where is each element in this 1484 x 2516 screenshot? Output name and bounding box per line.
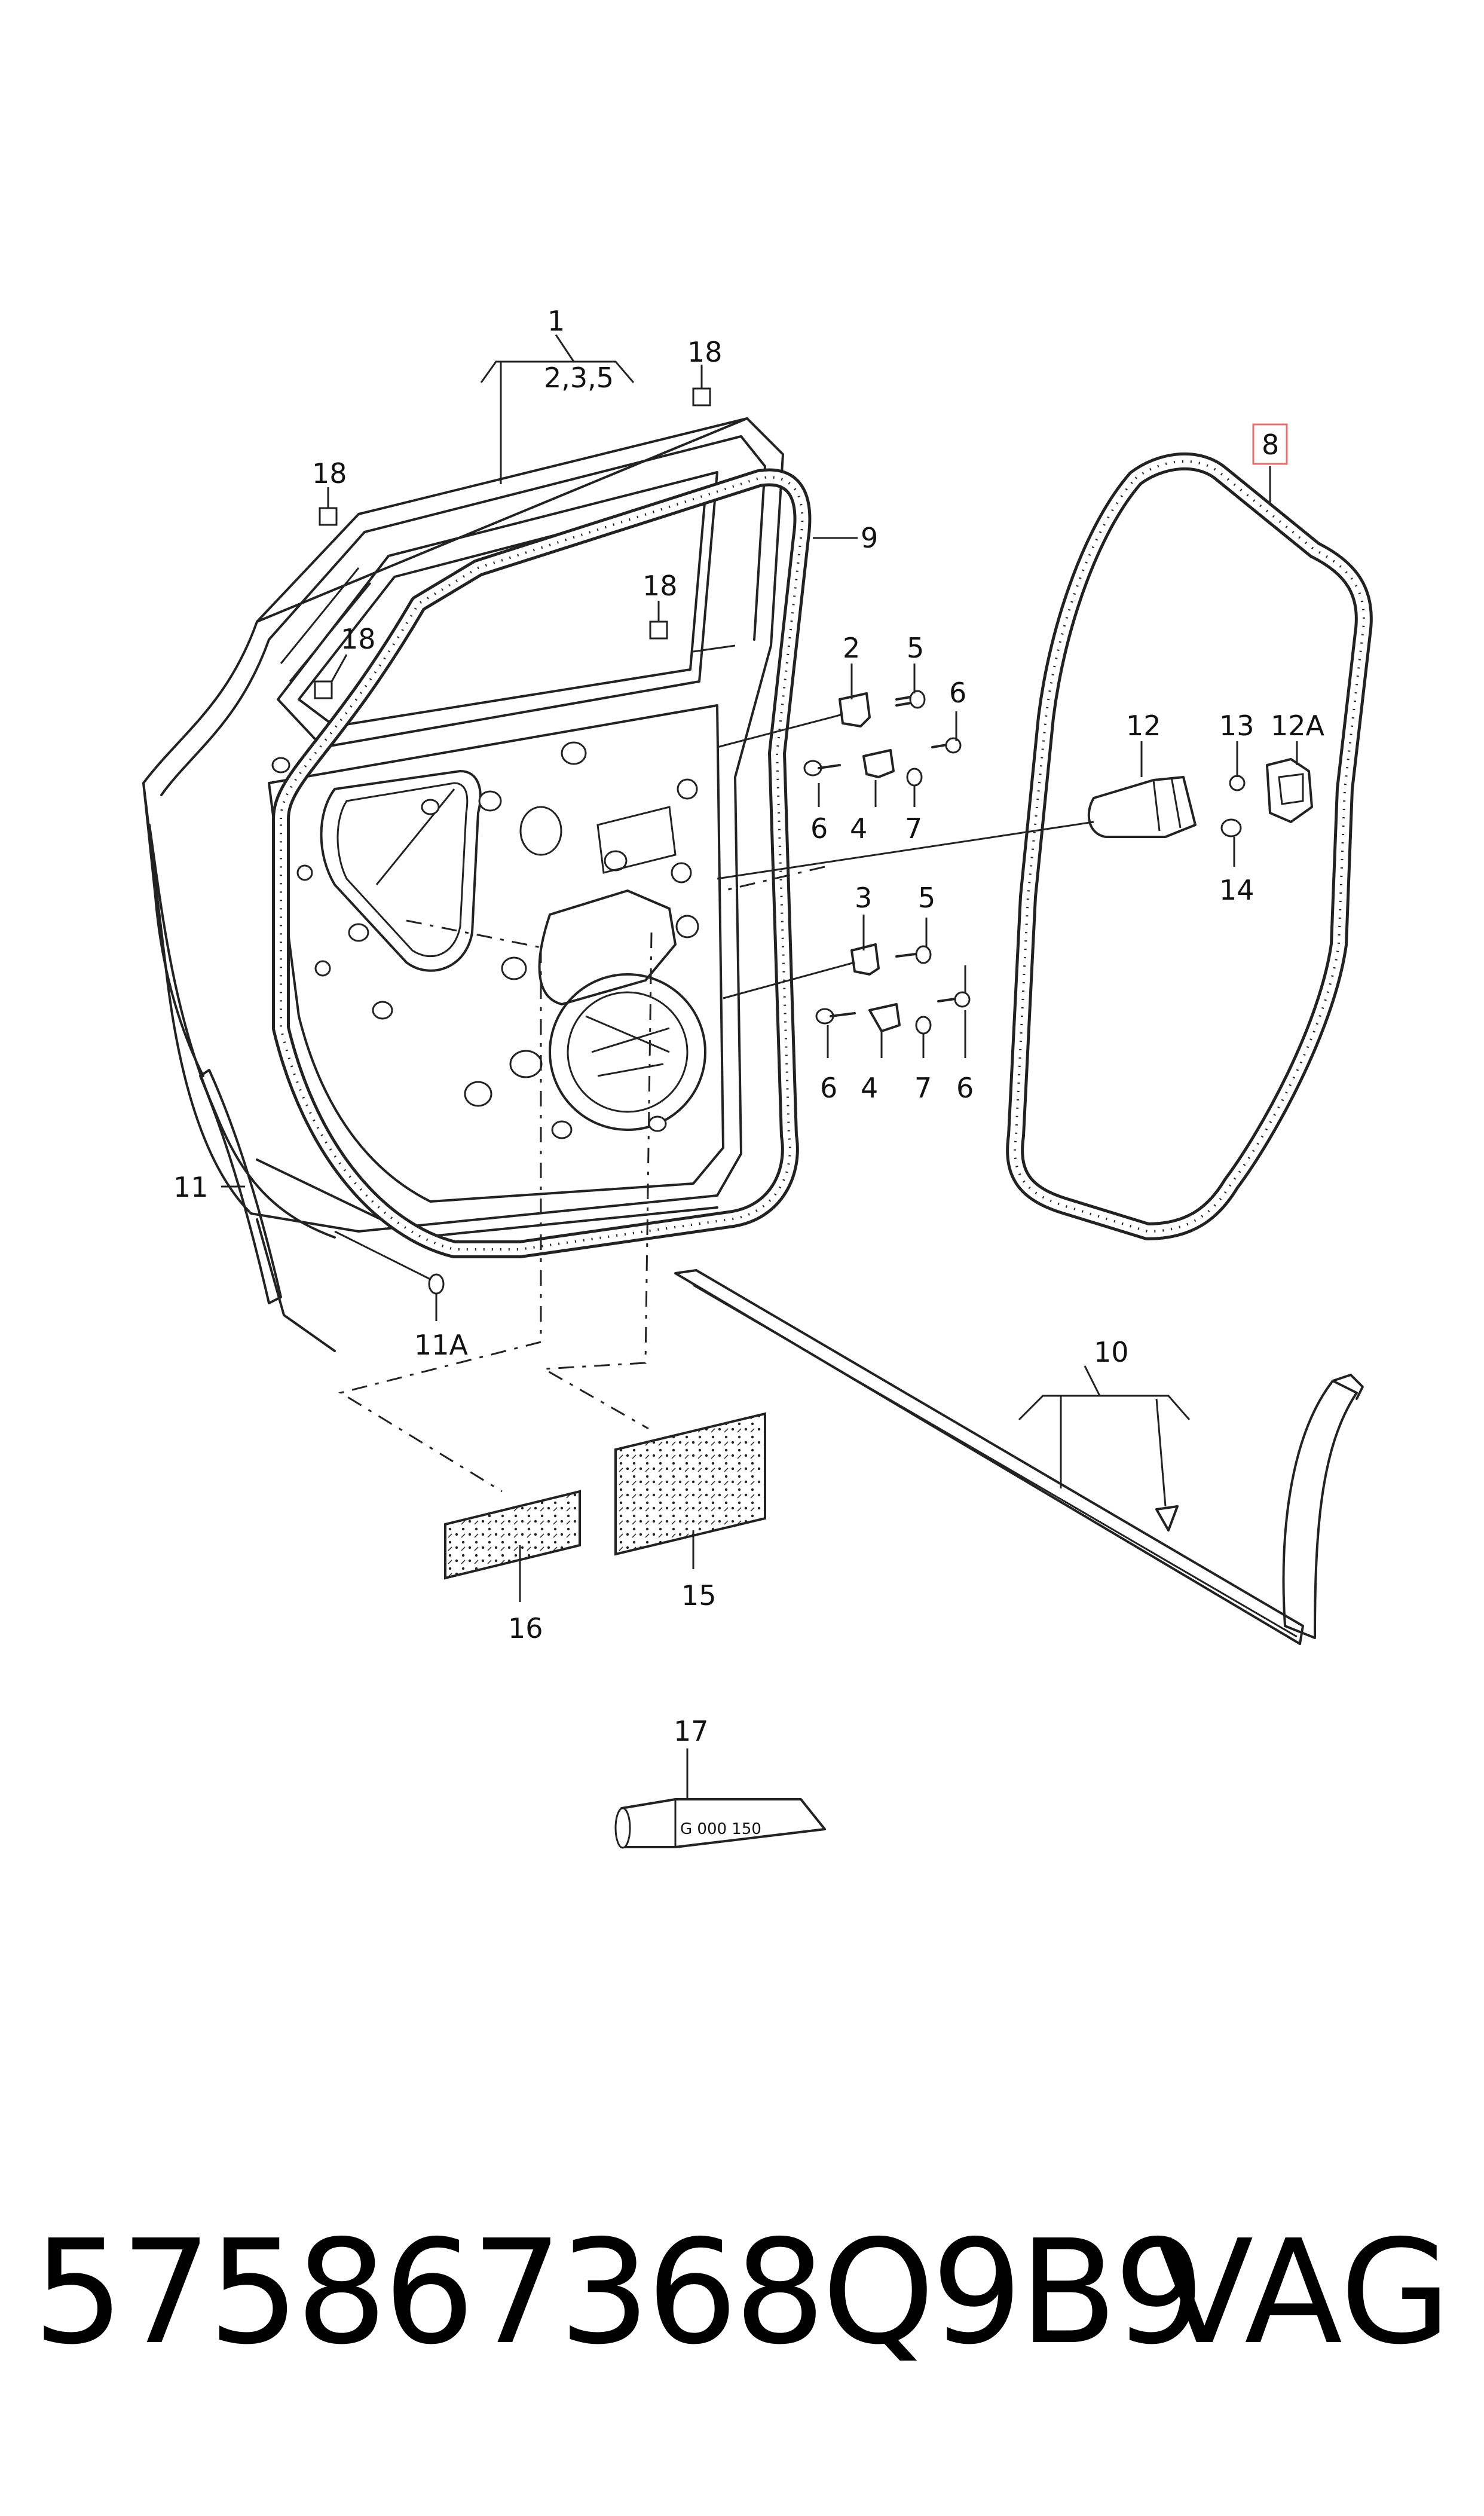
tube-label: G 000 150	[680, 1820, 761, 1838]
moulding-strip-10	[674, 1269, 1364, 1645]
brand-name: VAG	[1155, 2209, 1451, 2376]
callout-9: 9	[861, 522, 878, 554]
highlight-box-8	[1252, 423, 1288, 465]
callout-15: 15	[681, 1579, 717, 1612]
callout-13: 13	[1219, 710, 1254, 742]
callout-3: 3	[855, 882, 872, 914]
pad-15	[614, 1412, 766, 1556]
door-shell	[142, 417, 784, 1239]
door-handle-12	[1087, 775, 1246, 838]
callout-6-upper-right: 6	[949, 677, 966, 709]
callout-5-lower: 5	[918, 882, 935, 914]
door-seal-8	[1006, 452, 1373, 1240]
callout-14: 14	[1219, 874, 1254, 906]
callout-1: 1	[547, 305, 565, 337]
callout-8: 8	[1262, 429, 1279, 461]
handle-cap-12a	[1266, 758, 1313, 823]
callout-6-upper-left: 6	[810, 812, 828, 845]
callout-4-lower: 4	[861, 1072, 878, 1104]
hinge-lower	[815, 943, 971, 1035]
callout-12a: 12A	[1271, 710, 1325, 742]
callout-11a: 11A	[414, 1329, 469, 1361]
hinge-upper	[803, 690, 962, 787]
callout-6-lower-right: 6	[956, 1072, 974, 1104]
pad-16	[444, 1490, 581, 1580]
callout-4-upper: 4	[850, 812, 867, 845]
callout-2: 2	[843, 632, 860, 664]
dash-leaders	[338, 866, 825, 1493]
callout-7-upper: 7	[905, 812, 922, 845]
callout-5-upper: 5	[907, 632, 924, 664]
mounting-holes	[271, 741, 699, 1139]
callout-12: 12	[1126, 710, 1161, 742]
sealant-tube-17: G 000 150	[614, 1798, 826, 1849]
callout-10: 10	[1094, 1336, 1129, 1368]
leader-lines	[221, 334, 1298, 1799]
callout-16: 16	[508, 1612, 543, 1644]
callout-18-top: 18	[687, 336, 723, 368]
pillar-trim-11	[199, 1069, 445, 1352]
callout-18-pillar: 18	[341, 623, 376, 655]
callout-1-sub: 2,3,5	[544, 362, 614, 394]
callout-18-left: 18	[312, 457, 347, 490]
callout-6-lower-left: 6	[820, 1072, 837, 1104]
callout-17: 17	[674, 1715, 709, 1747]
callout-7-lower: 7	[914, 1072, 932, 1104]
door-seal-9	[272, 468, 812, 1258]
callout-18-mid: 18	[642, 570, 678, 602]
callout-11: 11	[173, 1171, 209, 1203]
part-number: 575867368Q9B9	[33, 2209, 1205, 2376]
callout-labels: 1 2,3,5 18 18 18 18 9 8 2 5 6 6 4 7 12 1…	[173, 305, 1325, 1747]
